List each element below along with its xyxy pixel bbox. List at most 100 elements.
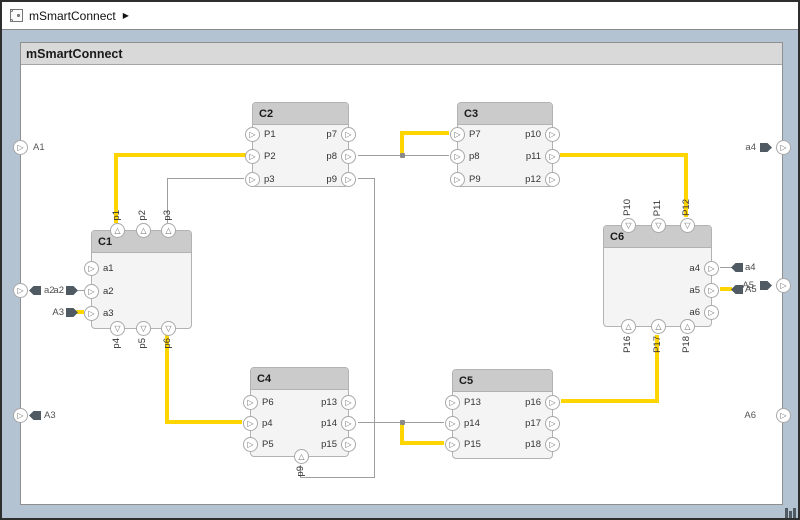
port-c1-p2[interactable]: △p2 <box>136 210 151 238</box>
wire-c1p1-c2p2[interactable] <box>114 153 246 157</box>
component-header[interactable]: C2 <box>253 103 348 125</box>
interface-adapter-icon[interactable] <box>29 286 41 295</box>
wire-c3p11-c6p12[interactable] <box>684 153 688 217</box>
edge-port-a2[interactable]: ▷ <box>13 283 28 298</box>
port-c4-p14[interactable]: ▷p14 <box>321 416 356 431</box>
port-c5-p16[interactable]: ▷p16 <box>525 395 560 410</box>
port-label: P15 <box>464 439 481 450</box>
wire-junction-dot[interactable] <box>400 420 405 425</box>
port-c1-a1[interactable]: ▷a1 <box>84 261 114 276</box>
port-c1-a2[interactable]: ▷a2 <box>84 284 114 299</box>
component-c1[interactable]: C1 △p1 △p2 △p3 ▷a1 ▷a2 ▷a3 ▽p4 ▽p5 ▽p6 <box>84 210 192 349</box>
port-c5-p18[interactable]: ▷p18 <box>525 437 560 452</box>
port-c6-a6[interactable]: ▷a6 <box>689 305 719 320</box>
port-c1-p6[interactable]: ▽p6 <box>161 321 176 349</box>
port-c6-p11[interactable]: ▽P11 <box>651 200 666 233</box>
edge-port-a3[interactable]: ▷ <box>13 408 28 423</box>
wire-c6a4-adapter-a4[interactable] <box>720 267 732 268</box>
interface-adapter-icon[interactable] <box>66 308 78 317</box>
port-c3-p10[interactable]: ▷p10 <box>525 127 560 142</box>
port-c5-p14[interactable]: ▷p14 <box>445 416 480 431</box>
edge-port-a1[interactable]: ▷ <box>13 140 28 155</box>
port-c2-p7[interactable]: ▷p7 <box>326 127 356 142</box>
port-c1-p1[interactable]: △p1 <box>110 210 125 238</box>
port-c6-p12[interactable]: ▽P12 <box>680 199 695 233</box>
hierarchy-icon[interactable] <box>785 507 799 518</box>
port-label: p8 <box>326 151 337 162</box>
edge-port-a4[interactable]: ▷ <box>776 140 791 155</box>
wire-c2p3-c1p3[interactable] <box>167 178 168 223</box>
edge-port-a5[interactable]: ▷ <box>776 278 791 293</box>
port-c2-p9[interactable]: ▷p9 <box>326 172 356 187</box>
port-c3-p11[interactable]: ▷p11 <box>526 149 560 164</box>
port-c6-a5[interactable]: ▷a5 <box>689 283 719 298</box>
component-c5[interactable]: C5 ▷P13 ▷p14 ▷P15 ▷p16 ▷p17 ▷p18 <box>445 369 560 459</box>
port-c4-p9[interactable]: △p9 <box>294 449 309 477</box>
port-c4-p13[interactable]: ▷p13 <box>321 395 356 410</box>
wire-adapter-a3-c1a3[interactable] <box>76 310 84 314</box>
breadcrumb[interactable]: mSmartConnect <box>29 8 116 23</box>
wire-c5p16-c6p17[interactable] <box>655 335 659 403</box>
component-c4[interactable]: C4 ▷P6 ▷p4 ▷P5 ▷p13 ▷p14 ▷p15 △p9 <box>243 367 356 477</box>
port-c5-p17[interactable]: ▷p17 <box>525 416 560 431</box>
port-c3-p12[interactable]: ▷p12 <box>525 172 560 187</box>
component-header[interactable]: C5 <box>453 370 552 392</box>
wire-c2p9-c4p9[interactable] <box>300 465 301 478</box>
port-c2-p8[interactable]: ▷p8 <box>326 149 356 164</box>
port-c3-p9[interactable]: ▷P9 <box>450 172 481 187</box>
edge-port-a6[interactable]: ▷ <box>776 408 791 423</box>
port-c6-p17[interactable]: △P17 <box>651 319 666 353</box>
port-c2-p2[interactable]: ▷P2 <box>245 149 276 164</box>
interface-adapter-icon[interactable] <box>760 281 772 290</box>
wire-junction-c5p15[interactable] <box>400 441 444 445</box>
component-header[interactable]: C4 <box>251 368 348 390</box>
port-c1-p4[interactable]: ▽p4 <box>110 321 125 349</box>
port-c6-p18[interactable]: △P18 <box>680 319 695 353</box>
wire-junction-dot[interactable] <box>400 153 405 158</box>
port-label: p1 <box>111 210 122 221</box>
port-c1-p5[interactable]: ▽p5 <box>136 321 151 349</box>
component-c6[interactable]: C6 ▽P10 ▽P11 ▽P12 ▷a4 ▷a5 ▷a6 △P16 △P17 … <box>603 199 719 353</box>
port-c2-p1[interactable]: ▷P1 <box>245 127 276 142</box>
wire-c6a5-adapter-a5[interactable] <box>720 287 732 291</box>
wire-c3p11-c6p12[interactable] <box>560 153 688 157</box>
wire-c1p6-c4p4[interactable] <box>165 335 169 424</box>
component-header[interactable]: C3 <box>458 103 552 125</box>
interface-adapter-icon[interactable] <box>760 143 772 152</box>
interface-adapter-icon[interactable] <box>66 286 78 295</box>
input-port-icon: ▷ <box>450 172 465 187</box>
port-c6-p16[interactable]: △P16 <box>621 319 636 353</box>
wire-c2p9-c4p9[interactable] <box>300 477 375 478</box>
wire-adapter-a2-c1a2[interactable] <box>78 290 84 291</box>
wire-c1p6-c4p4[interactable] <box>165 420 242 424</box>
port-c6-a4[interactable]: ▷a4 <box>689 261 719 276</box>
port-c1-a3[interactable]: ▷a3 <box>84 306 114 321</box>
port-c2-p3[interactable]: ▷p3 <box>245 172 275 187</box>
component-c3[interactable]: C3 ▷P7 ▷p8 ▷P9 ▷p10 ▷p11 ▷p12 <box>450 102 560 187</box>
wire-c2p3-c1p3[interactable] <box>167 178 244 179</box>
input-port-down-icon: ▽ <box>651 218 666 233</box>
port-c1-p3[interactable]: △p3 <box>161 210 176 238</box>
port-c4-p15[interactable]: ▷p15 <box>321 437 356 452</box>
component-c2[interactable]: C2 ▷P1 ▷P2 ▷p3 ▷p7 ▷p8 ▷p9 <box>245 102 356 187</box>
port-c6-p10[interactable]: ▽P10 <box>621 199 636 233</box>
port-c4-p4[interactable]: ▷p4 <box>243 416 273 431</box>
wire-c5p16-c6p17[interactable] <box>561 399 659 403</box>
port-c4-p6[interactable]: ▷P6 <box>243 395 274 410</box>
breadcrumb-caret-icon[interactable]: ▶ <box>122 11 129 20</box>
port-c5-p15[interactable]: ▷P15 <box>445 437 481 452</box>
wire-c2p9-c4p9[interactable] <box>358 178 375 179</box>
wire-c2p9-c4p9[interactable] <box>374 178 375 478</box>
wire-junction-c5p15[interactable] <box>400 422 404 445</box>
output-port-icon: ▷ <box>545 149 560 164</box>
wire-c1p1-c2p2[interactable] <box>114 153 118 223</box>
wire-junction-c3p7[interactable] <box>400 131 449 135</box>
port-c3-p8[interactable]: ▷p8 <box>450 149 480 164</box>
port-c3-p7[interactable]: ▷P7 <box>450 127 481 142</box>
interface-adapter-icon[interactable] <box>29 411 41 420</box>
interface-adapter-icon[interactable] <box>731 263 743 272</box>
interface-adapter-icon[interactable] <box>731 285 743 294</box>
port-c5-p13[interactable]: ▷P13 <box>445 395 481 410</box>
port-c4-p5[interactable]: ▷P5 <box>243 437 274 452</box>
wire-junction-c3p7[interactable] <box>400 131 404 157</box>
